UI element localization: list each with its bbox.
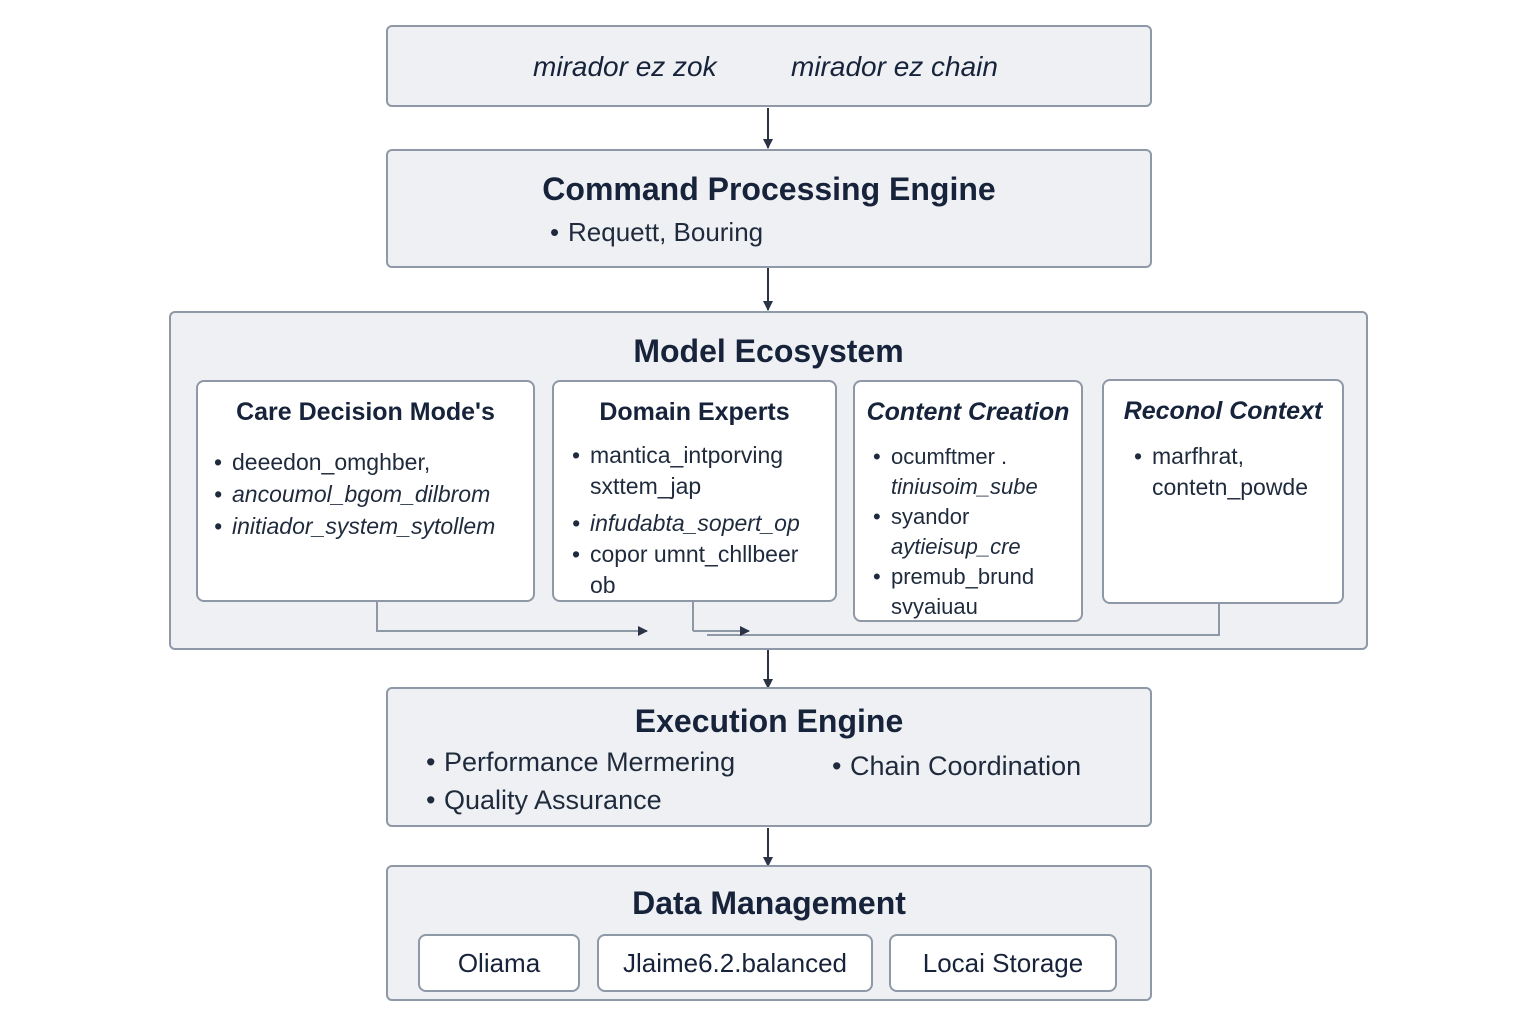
list-item: ocumftmer .	[873, 442, 1038, 472]
card-connector-1	[376, 601, 648, 636]
list-item: Chain Coordination	[832, 747, 1081, 785]
card-care-decision-models: Care Decision Mode's deeedon_omghber, an…	[196, 380, 535, 602]
execution-engine-title: Execution Engine	[634, 703, 904, 739]
list-item: marfhrat,	[1134, 441, 1308, 472]
execution-list-left: Performance Mermering Quality Assurance	[426, 743, 735, 819]
card-list: ocumftmer . tiniusoim_sube syandor aytie…	[873, 442, 1038, 622]
card-domain-experts: Domain Experts mantica_intporving sxttem…	[552, 380, 837, 602]
execution-engine-box: Execution Engine Performance Mermering Q…	[386, 687, 1152, 827]
store-jlaime: Jlaime6.2.balanced	[597, 934, 873, 992]
top-label-right: mirador ez chain	[791, 51, 998, 82]
list-item: mantica_intporving	[572, 440, 800, 471]
list-item: tiniusoim_sube	[891, 474, 1038, 499]
card-list: marfhrat, contetn_powde	[1134, 441, 1308, 503]
list-item: svyaiuau	[891, 594, 978, 619]
list-item: sxttem_jap	[590, 473, 702, 499]
card-title: Care Decision Mode's	[236, 398, 495, 426]
card-list: deeedon_omghber, ancoumol_bgom_dilbrom i…	[214, 446, 495, 542]
list-item: initiador_system_sytollem	[214, 510, 495, 542]
list-item: aytieisup_cre	[891, 534, 1021, 559]
top-entry-box: mirador ez zok mirador ez chain	[386, 25, 1152, 107]
list-item: Quality Assurance	[426, 781, 735, 819]
card-title: Domain Experts	[599, 398, 790, 426]
card-connector-3	[707, 603, 1220, 636]
list-item: infudabta_sopert_op	[572, 508, 800, 539]
card-title: Content Creation	[866, 398, 1070, 426]
list-item: Performance Mermering	[426, 743, 735, 781]
card-reconol-context: Reconol Context marfhrat, contetn_powde	[1102, 379, 1344, 604]
list-item: ob	[590, 572, 616, 598]
store-oliama: Oliama	[418, 934, 580, 992]
list-item: ancoumol_bgom_dilbrom	[214, 478, 495, 510]
list-item: deeedon_omghber,	[214, 446, 495, 478]
ecosystem-connectors	[376, 601, 1220, 636]
card-title: Reconol Context	[1123, 397, 1323, 425]
top-label-left: mirador ez zok	[533, 51, 717, 82]
model-ecosystem-title: Model Ecosystem	[633, 333, 904, 369]
data-management-title: Data Management	[632, 885, 906, 921]
data-management-box: Data Management Oliama Jlaime6.2.balance…	[386, 865, 1152, 1001]
card-list: mantica_intporving sxttem_jap infudabta_…	[572, 440, 800, 601]
list-item: copor umnt_chllbeer	[572, 539, 800, 570]
command-processing-box: Command Processing Engine Requett, Bouri…	[386, 149, 1152, 268]
card-content-creation: Content Creation ocumftmer . tiniusoim_s…	[853, 380, 1083, 622]
model-ecosystem-box: Model Ecosystem Care Decision Mode's dee…	[169, 311, 1368, 650]
list-item: premub_brund	[873, 562, 1038, 592]
list-item: Requett, Bouring	[550, 217, 763, 248]
command-processing-title: Command Processing Engine	[542, 171, 996, 207]
list-item: contetn_powde	[1152, 474, 1309, 500]
list-item: syandor	[873, 502, 1038, 532]
store-local-storage: Locai Storage	[889, 934, 1117, 992]
command-processing-list: Requett, Bouring	[550, 217, 763, 248]
execution-list-right: Chain Coordination	[832, 747, 1081, 785]
